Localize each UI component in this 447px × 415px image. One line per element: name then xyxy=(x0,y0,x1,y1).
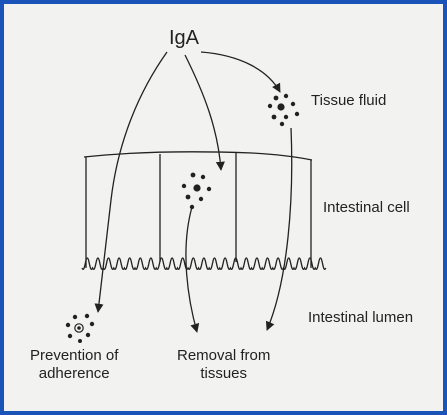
microvilli-brush-border xyxy=(82,258,326,269)
prevention-of-adherence-label: Prevention of adherence xyxy=(30,347,118,383)
intestinal-epithelium xyxy=(82,152,326,270)
removal-line-1: Removal from xyxy=(177,347,270,365)
arrow-tissue-fluid-to-lumen xyxy=(267,128,292,330)
arrow-to-tissue-fluid xyxy=(201,52,280,92)
intestinal-cell-label: Intestinal cell xyxy=(323,199,410,217)
iga-label: IgA xyxy=(169,27,199,49)
arrow-to-cell xyxy=(185,55,221,170)
prevention-line-1: Prevention of xyxy=(30,347,118,365)
iga-complex-tissue-fluid xyxy=(268,94,299,126)
iga-complex-cell xyxy=(182,173,211,210)
removal-line-2: tissues xyxy=(177,365,270,383)
prevention-line-2: adherence xyxy=(30,365,118,383)
removal-from-tissues-label: Removal from tissues xyxy=(177,347,270,383)
arrow-to-prevention xyxy=(98,52,167,312)
intestinal-lumen-label: Intestinal lumen xyxy=(308,309,413,327)
arrows xyxy=(98,52,292,332)
iga-complex-lumen xyxy=(66,314,94,343)
tissue-fluid-label: Tissue fluid xyxy=(311,92,386,110)
